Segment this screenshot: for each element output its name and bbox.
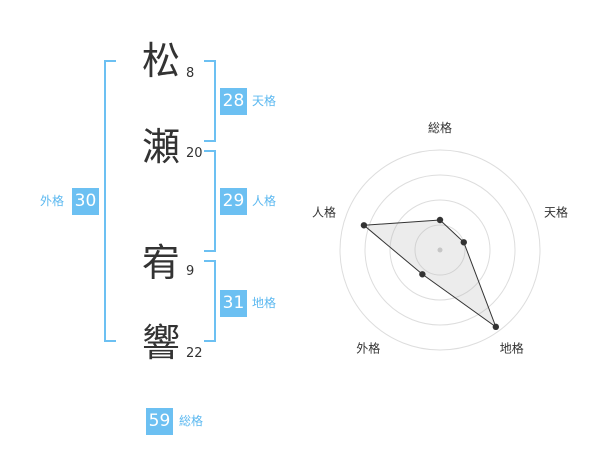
stroke-count-3: 9 [186,264,195,279]
stroke-count-4: 22 [186,346,203,361]
radar-ring-4 [339,149,541,351]
gaikaku-label: 外格 [40,194,65,208]
radar-axis-label-5: 人格 [312,204,336,219]
soukaku-badge: 59 [146,408,173,435]
soukaku-label: 総格 [179,414,204,428]
name-char-2: 瀬 [141,125,180,169]
jinkaku-bracket [204,150,216,252]
stroke-count-2: 20 [186,146,203,161]
radar-ring-1 [414,224,466,276]
jinkaku-label: 人格 [252,194,277,208]
radar-axis-label-1: 総格 [428,120,452,135]
radar-ring-3 [364,174,516,326]
stroke-count-1: 8 [186,66,195,81]
radar-point-1 [436,216,444,224]
name-char-3: 宥 [141,241,180,285]
chikaku-label: 地格 [252,296,277,310]
chikaku-badge: 31 [220,290,247,317]
radar-axis-label-2: 天格 [544,204,568,219]
jinkaku-badge: 29 [220,188,247,215]
tenkaku-label: 天格 [252,94,277,108]
tenkaku-badge: 28 [220,88,247,115]
name-char-4: 響 [141,321,180,365]
radar-series-polygon [362,219,497,329]
gaikaku-badge: 30 [72,188,99,215]
gaikaku-bracket [104,60,116,342]
name-char-1: 松 [141,39,180,83]
radar-axis-label-4: 外格 [356,341,380,356]
tenkaku-bracket [204,60,216,142]
radar-point-4 [419,271,426,278]
radar-ring-2 [389,199,491,301]
chikaku-bracket [204,260,216,342]
radar-center [437,247,443,253]
radar-point-5 [360,222,368,229]
radar-point-2 [460,239,467,246]
radar-point-3 [492,323,500,331]
radar-axis-label-3: 地格 [500,341,524,356]
